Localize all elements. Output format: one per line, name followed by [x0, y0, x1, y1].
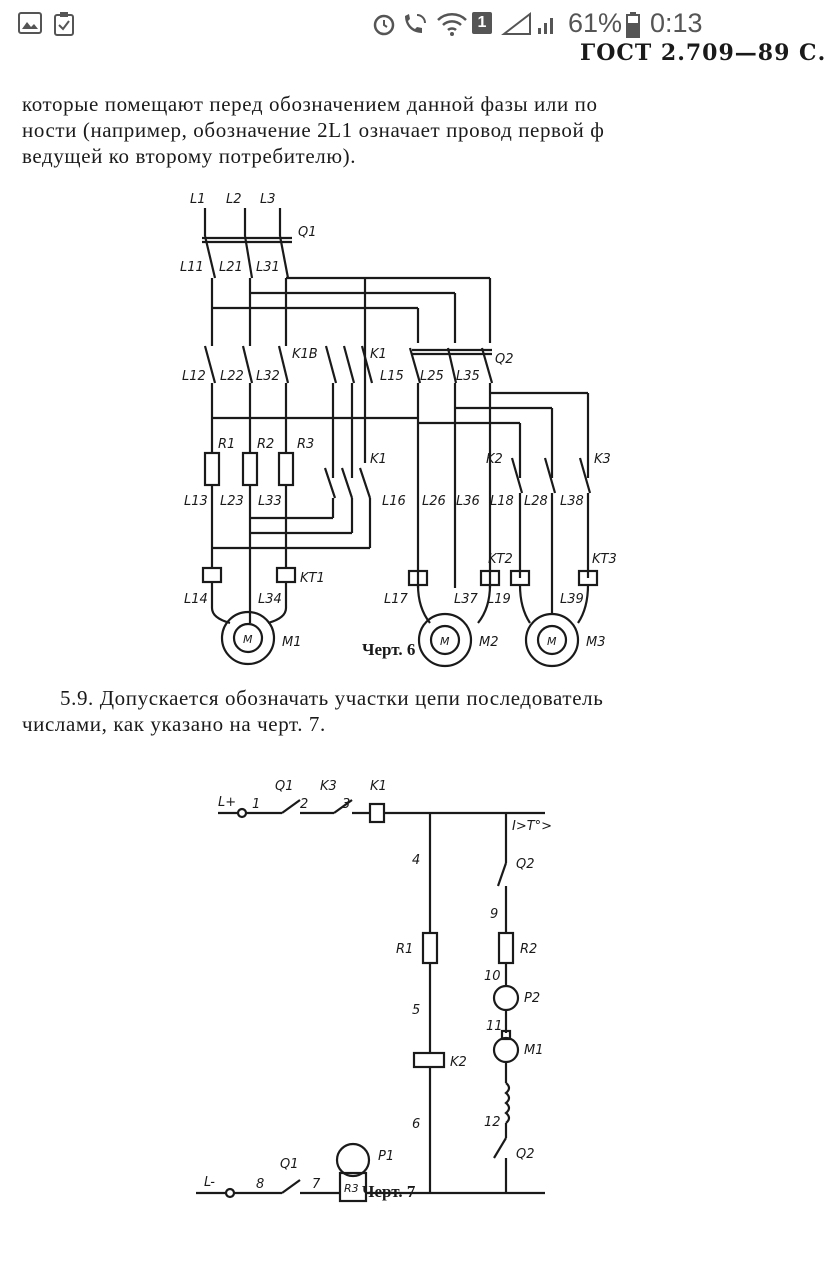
fig6-label-L23: L23 [220, 494, 244, 509]
fig7-label-n11: 11 [486, 1019, 503, 1034]
fig6-label-R2: R2 [257, 437, 274, 452]
fig6-label-L25: L25 [420, 369, 444, 384]
fig6-label-L26: L26 [422, 494, 446, 509]
fig6-label-Q1: Q1 [298, 225, 317, 240]
fig6-label-L34: L34 [258, 592, 282, 607]
fig7-label-n5: 5 [412, 1003, 420, 1018]
fig6-motor-symbol-2: M [440, 635, 450, 648]
intro-line-1: которые помещают перед обозначением данн… [22, 92, 598, 116]
fig6-label-K2: K2 [486, 452, 503, 467]
wifi-call-icon [405, 14, 426, 33]
fig6-label-L16: L16 [382, 494, 406, 509]
clock-time: 0:13 [650, 8, 703, 38]
fig6-label-L33: L33 [258, 494, 282, 509]
fig7-label-Lplus: L+ [218, 795, 236, 810]
fig7-label-temp: I>T°> [512, 819, 552, 834]
fig7-label-n7: 7 [312, 1177, 321, 1192]
fig6-label-K1-top: K1 [370, 347, 387, 362]
fig7-label-n12: 12 [484, 1115, 501, 1130]
fig6-label-M3: M3 [586, 635, 606, 650]
fig6-label-R1: R1 [218, 437, 235, 452]
fig7-label-n4: 4 [412, 853, 420, 868]
intro-line-3: ведущей ко второму потребителю). [22, 144, 357, 168]
fig7-label-K2: K2 [450, 1055, 467, 1070]
fig6-label-M2: M2 [479, 635, 499, 650]
fig7-label-n6: 6 [412, 1117, 420, 1132]
fig6-motor-symbol-3: M [547, 635, 557, 648]
fig7-label-P2: P2 [524, 991, 540, 1006]
fig6-label-L2: L2 [226, 192, 242, 207]
intro-line-2: ности (например, обозначение 2L1 означае… [22, 118, 605, 142]
document-page: ГОСТ 2.709—89 С. которые помещают перед … [0, 40, 825, 1280]
fig7-label-Lminus: L- [204, 1175, 215, 1190]
fig6-label-L15: L15 [380, 369, 404, 384]
fig7-label-R3: R3 [344, 1182, 359, 1195]
fig7-label-n1: 1 [252, 797, 260, 812]
fig7-label-M1: M1 [524, 1043, 544, 1058]
fig6-label-L38: L38 [560, 494, 584, 509]
fig6-label-L32: L32 [256, 369, 280, 384]
fig6-label-M1: M1 [282, 635, 302, 650]
fig7-label-Q1b: Q1 [280, 1157, 299, 1172]
section-line-1: 5.9. Допускается обозначать участки цепи… [60, 686, 604, 710]
fig6-label-L11: L11 [180, 260, 204, 275]
fig6-label-L36: L36 [456, 494, 480, 509]
figure-7-circuit-diagram: L+ 1 Q1 2 K3 3 K1 I>T°> 4 Q2 9 R1 R2 10 … [196, 779, 552, 1203]
fig6-label-K1B: K1B [292, 347, 318, 362]
fig7-label-R2: R2 [520, 942, 537, 957]
fig7-label-n8: 8 [256, 1177, 264, 1192]
fig6-label-L3: L3 [260, 192, 276, 207]
fig6-label-L35: L35 [456, 369, 480, 384]
alarm-icon [373, 14, 395, 36]
fig6-label-KT2: KT2 [488, 552, 513, 567]
fig7-label-n3: 3 [342, 797, 350, 812]
fig6-label-Q2: Q2 [495, 352, 514, 367]
fig6-label-L14: L14 [184, 592, 208, 607]
fig6-label-L1: L1 [190, 192, 206, 207]
clipboard-check-icon [54, 12, 74, 36]
sim-badge: 1 [472, 12, 492, 34]
fig6-label-L31: L31 [256, 260, 280, 275]
figure-7-caption: Черт. 7 [362, 1182, 416, 1201]
fig6-label-KT1: KT1 [300, 571, 325, 586]
section-line-2: числами, как указано на черт. 7. [22, 712, 326, 736]
battery-percent: 61% [568, 8, 623, 38]
fig6-label-R3: R3 [297, 437, 314, 452]
fig7-label-R1: R1 [396, 942, 413, 957]
fig7-label-Q1a: Q1 [275, 779, 294, 794]
fig6-motor-symbol-1: M [243, 633, 253, 646]
fig7-label-K3: K3 [320, 779, 337, 794]
page-header: ГОСТ 2.709—89 С. [580, 40, 826, 66]
status-bar: 1 61% 0:13 [0, 0, 720, 48]
fig6-label-L19: L19 [487, 592, 511, 607]
fig7-label-Q2b: Q2 [516, 1147, 535, 1162]
fig6-label-L28: L28 [524, 494, 548, 509]
fig7-label-K1: K1 [370, 779, 387, 794]
battery-icon [626, 12, 640, 38]
fig6-label-K3: K3 [594, 452, 611, 467]
gallery-icon [18, 12, 42, 34]
fig6-label-L17: L17 [384, 592, 409, 607]
fig7-label-P1: P1 [378, 1149, 394, 1164]
signal-icon [501, 11, 553, 35]
fig6-label-K1-mid: K1 [370, 452, 387, 467]
fig6-label-L13: L13 [184, 494, 208, 509]
fig6-label-L12: L12 [182, 369, 206, 384]
fig7-label-Q2a: Q2 [516, 857, 535, 872]
fig7-label-n9: 9 [490, 907, 498, 922]
figure-6-circuit-diagram: L1 L2 L3 Q1 L11 L21 L31 L12 L22 L32 K1B … [180, 192, 617, 668]
fig7-label-n2: 2 [300, 797, 308, 812]
fig6-label-L22: L22 [220, 369, 244, 384]
fig7-label-n10: 10 [484, 969, 501, 984]
fig6-label-KT3: KT3 [592, 552, 617, 567]
fig6-label-L18: L18 [490, 494, 514, 509]
figure-6-caption: Черт. 6 [362, 640, 416, 659]
fig6-label-L39: L39 [560, 592, 584, 607]
fig6-label-L21: L21 [219, 260, 243, 275]
wifi-icon [437, 13, 467, 36]
fig6-label-L37: L37 [454, 592, 479, 607]
